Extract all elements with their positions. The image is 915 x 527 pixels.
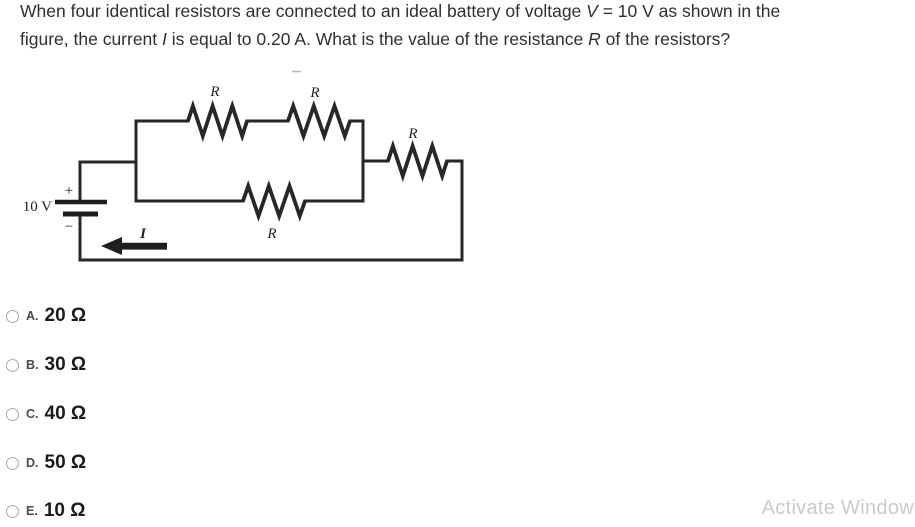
option-value: 30 Ω bbox=[44, 354, 87, 375]
radio-option-b[interactable] bbox=[6, 358, 19, 372]
circuit-diagram: R R R R 10 V + − I bbox=[23, 70, 464, 262]
option-value: 50 Ω bbox=[44, 452, 87, 473]
option-row-e[interactable]: E. 10 Ω bbox=[6, 500, 85, 522]
radio-option-a[interactable] bbox=[6, 309, 19, 323]
battery-plus-sign: + bbox=[65, 183, 73, 199]
question-segment: is equal to 0.20 A. What is the value of… bbox=[166, 29, 589, 49]
question-segment: figure, the current bbox=[20, 29, 163, 49]
option-row-a[interactable]: A. 20 Ω bbox=[6, 305, 86, 327]
battery-minus-sign: − bbox=[65, 219, 73, 235]
current-arrow bbox=[101, 237, 167, 255]
activate-window-watermark: Activate Window bbox=[761, 497, 914, 519]
option-value: 10 Ω bbox=[43, 500, 86, 521]
option-row-d[interactable]: D. 50 Ω bbox=[6, 452, 86, 474]
option-letter: C. bbox=[26, 407, 39, 421]
option-value: 20 Ω bbox=[44, 305, 87, 326]
resistor-label: R bbox=[266, 226, 276, 242]
question-text: When four identical resistors are connec… bbox=[20, 0, 780, 53]
resistance-symbol: R bbox=[588, 29, 601, 49]
resistor-top-left bbox=[186, 99, 249, 143]
resistor-right bbox=[386, 139, 449, 183]
option-row-c[interactable]: C. 40 Ω bbox=[6, 403, 86, 425]
voltage-symbol: V bbox=[586, 1, 598, 21]
radio-option-e[interactable] bbox=[6, 504, 19, 518]
battery-voltage-label: 10 V bbox=[23, 199, 52, 215]
option-letter: D. bbox=[26, 456, 39, 470]
question-segment: of the resistors? bbox=[600, 29, 731, 49]
option-value: 40 Ω bbox=[44, 403, 87, 424]
option-letter: B. bbox=[26, 358, 39, 372]
resistor-label: R bbox=[407, 126, 417, 142]
radio-option-c[interactable] bbox=[6, 407, 19, 421]
resistor-label: R bbox=[309, 85, 319, 101]
circuit-wires bbox=[78, 119, 464, 262]
question-segment: When four identical resistors are connec… bbox=[20, 1, 587, 21]
resistor-middle bbox=[241, 180, 307, 222]
resistor-top-right bbox=[286, 100, 352, 142]
current-label: I bbox=[139, 226, 147, 242]
option-letter: E. bbox=[26, 504, 38, 518]
radio-option-d[interactable] bbox=[6, 456, 19, 470]
current-symbol: I bbox=[162, 29, 167, 49]
option-letter: A. bbox=[26, 309, 39, 323]
resistor-label: R bbox=[209, 84, 219, 100]
question-segment: = 10 V as shown in the bbox=[597, 1, 781, 21]
option-row-b[interactable]: B. 30 Ω bbox=[6, 354, 86, 376]
